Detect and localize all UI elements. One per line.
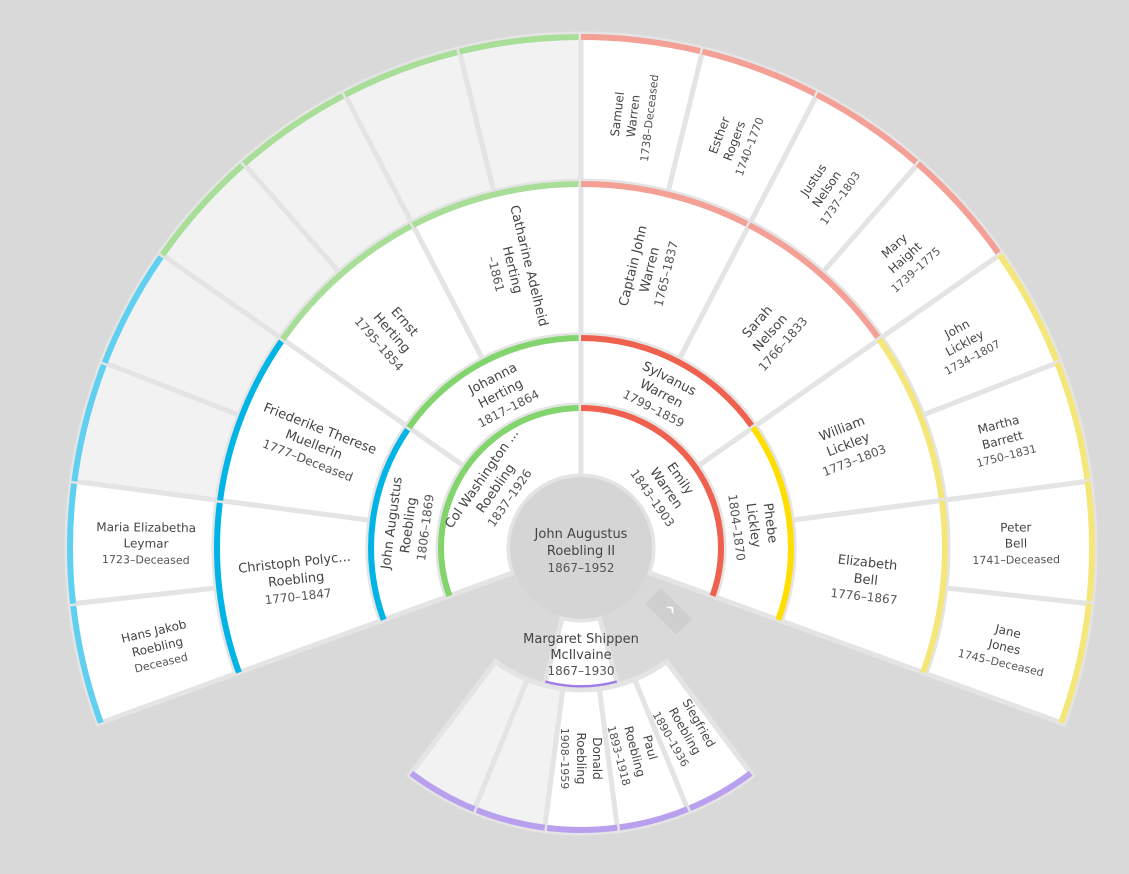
great-grandparent-4-border	[411, 181, 581, 228]
child-3-border	[544, 824, 618, 834]
gen4-person-16-border	[1058, 603, 1092, 724]
gen4-person-9-name-line2: Warren	[624, 94, 643, 138]
grandparent-4-name-line2: Lickley	[743, 502, 764, 549]
root-name-line2: Roebling II	[547, 544, 615, 559]
gen4-person-7-border	[343, 48, 461, 98]
grandparent-3-border	[581, 335, 756, 430]
children-toggle-button[interactable]: ^	[645, 587, 693, 635]
child-3-name-line1: Donald	[590, 737, 604, 780]
root-years: 1867–1952	[547, 561, 614, 575]
root-name-line1: John Augustus	[534, 527, 628, 542]
grandparent-4-name-line1: Phebe	[760, 502, 780, 544]
child-2-name-line1: Paul	[640, 734, 660, 762]
great-grandparent-1-name-line2: Roebling	[267, 570, 325, 591]
gen4-person-12-border	[915, 161, 1003, 257]
child-3-years: 1908–1959	[558, 728, 571, 790]
gen4-person-15-name-line2: Bell	[1005, 536, 1027, 550]
gen4-person-5-border	[159, 161, 247, 257]
great-grandparent-2-border	[217, 337, 286, 501]
great-grandparent-3-border	[280, 222, 415, 341]
gen4-person-4-border	[101, 253, 165, 364]
descendant-fan: Margaret ShippenMcIlvaine1867–1930Siegfr…	[405, 614, 757, 836]
great-grandparent-1-border	[213, 500, 242, 674]
great-grandparent-6-border	[747, 222, 882, 341]
root-circle[interactable]	[510, 477, 652, 619]
grandparent-1-name-line2: Roebling	[398, 496, 420, 554]
gen4-person-9-name-line1: Samuel	[608, 91, 627, 137]
great-grandparent-8-border	[920, 500, 949, 674]
grandparent-4-border	[750, 425, 794, 621]
gen4-person-1-border	[70, 603, 104, 724]
child-1-border	[686, 770, 753, 812]
spouse-name-line2: McIlvaine	[550, 648, 611, 663]
gen4-person-8-border	[458, 34, 581, 55]
gen4-person-2-name-line2: Leymar	[123, 536, 168, 550]
gen4-person-14-border	[1054, 361, 1091, 482]
great-grandparent-8-name-line1: Elizabeth	[837, 553, 898, 574]
child-2-border	[616, 806, 689, 831]
gen4-person-16-name-line1: Jane	[993, 621, 1022, 641]
grandparent-1-border	[368, 425, 412, 621]
gen4-person-2-border	[67, 480, 78, 604]
spouse-years: 1867–1930	[547, 664, 614, 678]
child-3-name-line2: Roebling	[574, 732, 588, 784]
child-5[interactable]	[405, 657, 531, 816]
grandparent-2-border	[406, 335, 581, 430]
root-person[interactable]: John Augustus Roebling II 1867–1952	[510, 477, 652, 619]
great-grandparent-7-border	[876, 337, 945, 501]
child-4-border	[473, 806, 546, 831]
gen4-person-3-border	[71, 361, 108, 482]
great-grandparent-5-border	[581, 181, 751, 228]
spouse-name-line1: Margaret Shippen	[523, 632, 639, 647]
gen4-person-2-name-line1: Maria Elizabetha	[96, 520, 196, 535]
gen4-person-15-name-line1: Peter	[1000, 520, 1031, 534]
gen4-person-15-border	[1084, 480, 1095, 604]
gen4-person-9-border	[581, 34, 704, 55]
gen4-person-6-border	[242, 92, 347, 167]
gen4-person-10-border	[701, 48, 819, 98]
children-toggle-background[interactable]	[645, 587, 693, 635]
child-5-border	[409, 770, 476, 812]
gen4-person-13-border	[997, 253, 1061, 364]
gen4-person-2-years: 1723–Deceased	[102, 553, 190, 567]
great-grandparent-8-name-line2: Bell	[853, 571, 879, 589]
gen4-person-11-border	[815, 92, 920, 167]
gen4-person-15-years: 1741–Deceased	[972, 553, 1060, 567]
